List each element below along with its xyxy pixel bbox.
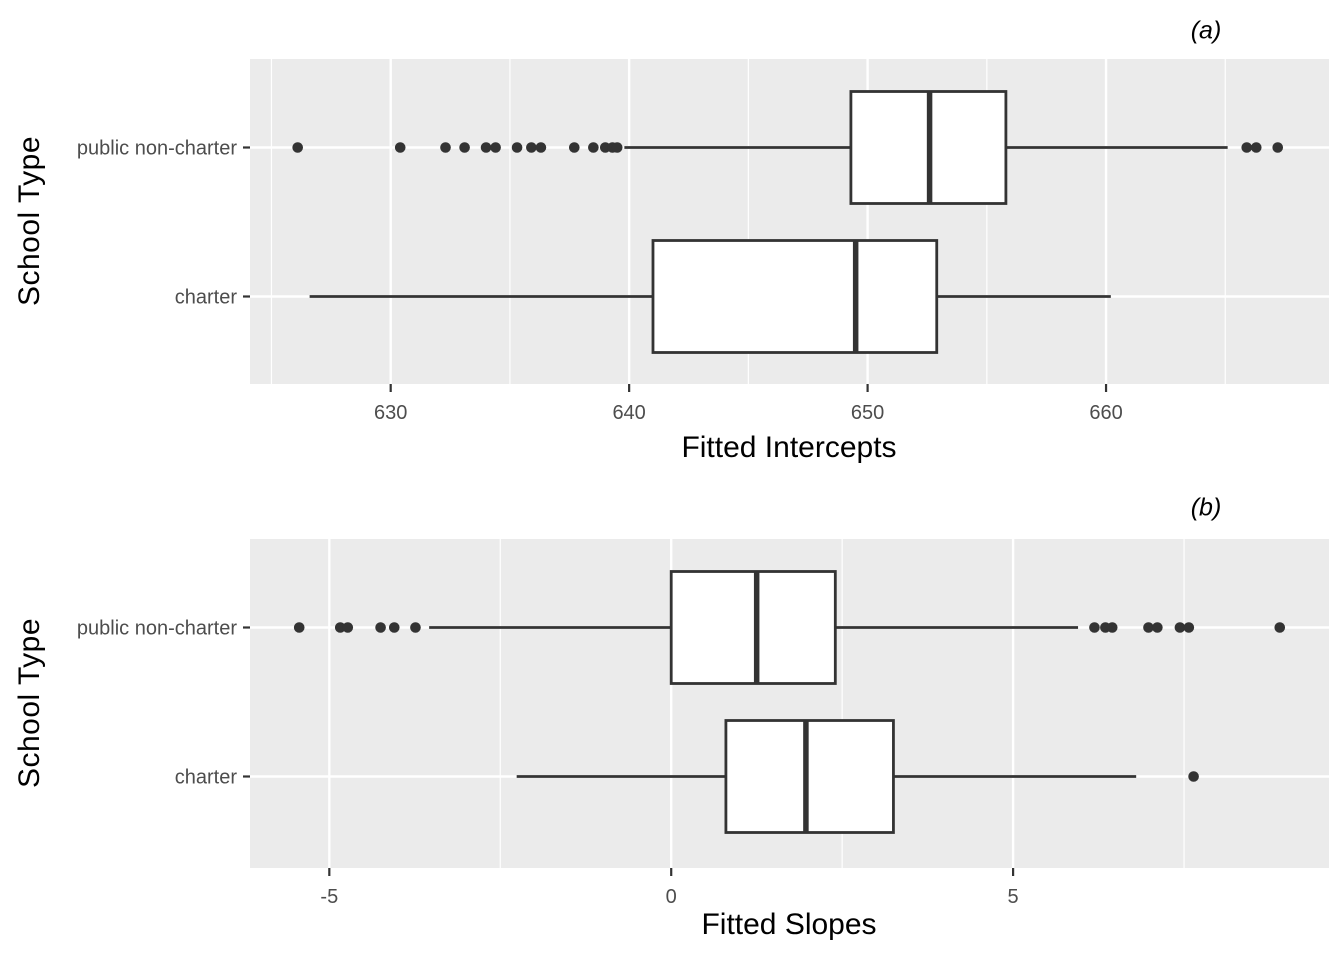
outlier-dot: [293, 622, 305, 633]
outlier-dot: [1274, 622, 1286, 633]
outlier-dot: [1188, 771, 1199, 782]
category-label: charter: [175, 287, 238, 309]
outlier-dot: [394, 142, 406, 153]
x-tick-label: 640: [612, 402, 645, 424]
outlier-dot: [375, 622, 386, 633]
x-tick-label: -5: [320, 886, 338, 908]
category-label: charter: [175, 767, 238, 789]
x-tick-label: 5: [1008, 886, 1019, 908]
x-tick-label: 660: [1089, 402, 1122, 424]
outlier-dot: [480, 142, 492, 153]
x-axis-title-a: Fitted Intercepts: [681, 431, 897, 464]
box: [724, 719, 895, 834]
outlier-dot: [588, 142, 599, 153]
x-tick-label: 630: [374, 402, 407, 424]
x-axis-title-b: Fitted Slopes: [701, 908, 877, 941]
x-tick-label: 650: [851, 402, 884, 424]
outlier-dot: [511, 142, 523, 153]
outlier-dot: [410, 622, 421, 633]
y-axis-title-b: School Type: [13, 617, 46, 789]
panel-tag-b: (b): [1190, 493, 1222, 522]
panel-tag-a: (a): [1190, 16, 1222, 45]
outlier-dot: [342, 622, 354, 633]
outlier-dot: [1089, 622, 1100, 633]
outlier-dot: [1183, 622, 1195, 633]
outlier-dot: [388, 622, 400, 633]
outlier-dot: [1174, 622, 1186, 633]
category-label: public non-charter: [77, 618, 237, 640]
outlier-dot: [1106, 622, 1118, 633]
outlier-dot: [611, 142, 623, 153]
outlier-dot: [334, 622, 346, 633]
outlier-dot: [1272, 142, 1284, 153]
outlier-dot: [1143, 622, 1154, 633]
box: [669, 570, 837, 685]
outlier-dot: [1250, 142, 1262, 153]
outlier-dot: [568, 142, 580, 153]
outlier-dot: [459, 142, 470, 153]
category-label: public non-charter: [77, 138, 237, 160]
outlier-dot: [490, 142, 501, 153]
outlier-dot: [1241, 142, 1253, 153]
outlier-dot: [1152, 622, 1163, 633]
outlier-dot: [440, 142, 451, 153]
y-axis-title-a: School Type: [13, 135, 46, 307]
outlier-dot: [526, 142, 537, 153]
outlier-dot: [535, 142, 547, 153]
x-tick-label: 0: [666, 886, 677, 908]
outlier-dot: [292, 142, 303, 153]
box: [651, 239, 939, 354]
